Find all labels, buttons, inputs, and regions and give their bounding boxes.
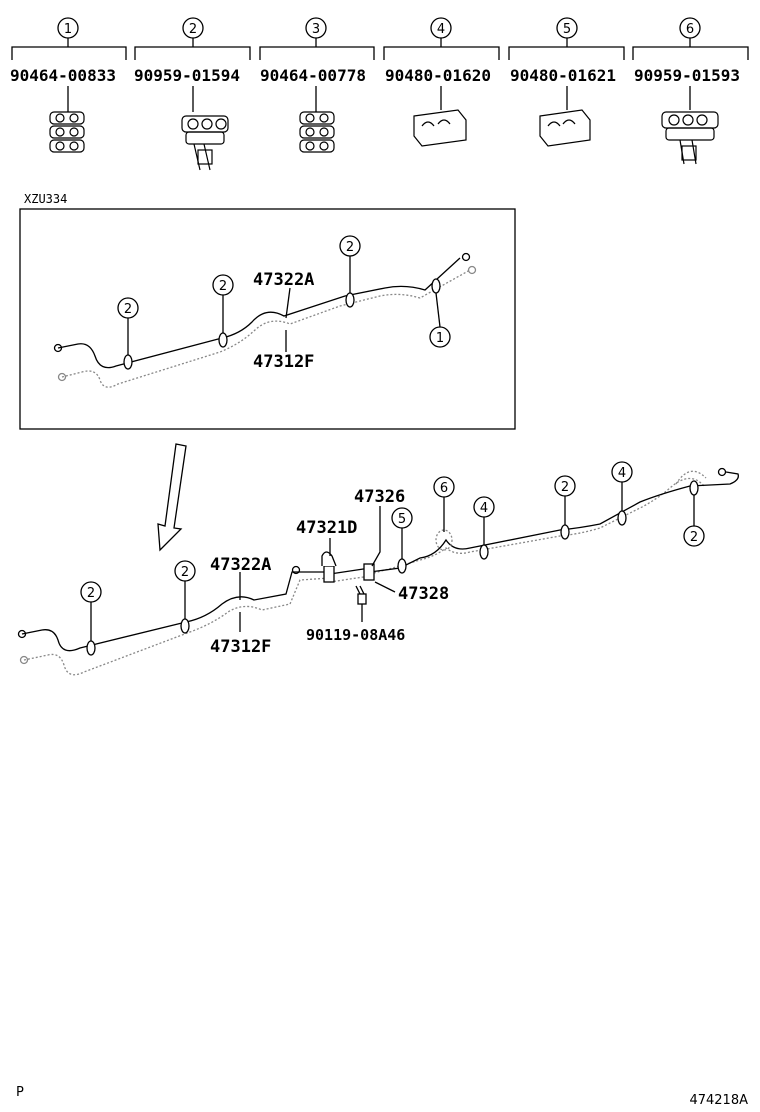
- clip-block-icon: [413, 109, 467, 147]
- main-pipe-47312F[interactable]: [23, 477, 705, 676]
- callout-number: 1: [64, 22, 72, 37]
- callout-number: 6: [686, 22, 694, 37]
- main-callout: 2: [561, 480, 569, 495]
- main-clamp[interactable]: [479, 544, 489, 560]
- inset-fitting: [57, 372, 67, 382]
- main-fitting: [717, 467, 727, 477]
- callout-number: 3: [312, 22, 320, 37]
- legend-item-2[interactable]: 2 90959-01594: [134, 17, 251, 171]
- inset-clamp[interactable]: [218, 332, 228, 348]
- callout-number: 4: [437, 22, 445, 37]
- clamp-with-bracket-icon: [661, 111, 719, 165]
- part-number: 90959-01593: [634, 66, 740, 85]
- inset-clamp[interactable]: [345, 292, 355, 308]
- main-clamp[interactable]: [86, 640, 96, 656]
- part-number: 90480-01621: [510, 66, 616, 85]
- callout-number: 2: [189, 22, 197, 37]
- arrow-down-left-icon: [157, 443, 187, 552]
- inset-fitting: [53, 343, 63, 353]
- part-number: 90464-00778: [260, 66, 366, 85]
- clamp-icon: [49, 111, 85, 153]
- main-clamp[interactable]: [689, 480, 699, 496]
- legend-item-1[interactable]: 1 90464-00833: [10, 17, 127, 153]
- inset-callout: 2: [346, 240, 354, 255]
- legend-item-5[interactable]: 5 90480-01621: [508, 17, 625, 147]
- inset-frame: [19, 208, 516, 430]
- inset-fitting: [467, 265, 477, 275]
- part-number: 90480-01620: [385, 66, 491, 85]
- main-clamp[interactable]: [617, 510, 627, 526]
- legend-item-4[interactable]: 4 90480-01620: [383, 17, 500, 147]
- main-callout: 6: [440, 481, 448, 496]
- part-number: 90959-01594: [134, 66, 240, 85]
- inset-label-47312F[interactable]: 47312F: [253, 352, 314, 372]
- main-hose-loop: [435, 529, 453, 551]
- main-clamp[interactable]: [180, 618, 190, 634]
- inset-diagram: [53, 235, 477, 388]
- main-fitting: [17, 629, 27, 639]
- clamp-with-bracket-icon: [181, 115, 229, 171]
- main-clamp[interactable]: [560, 524, 570, 540]
- main-fitting: [291, 565, 301, 575]
- label-47322A[interactable]: 47322A: [210, 555, 271, 575]
- legend: 1 90464-00833 2 90959-01594: [10, 17, 749, 171]
- label-47326[interactable]: 47326: [354, 487, 405, 507]
- legend-item-3[interactable]: 3 90464-00778: [259, 17, 375, 153]
- main-callout: 4: [618, 466, 626, 481]
- label-47328[interactable]: 47328: [398, 584, 449, 604]
- inset-pipe-47312F[interactable]: [61, 269, 471, 388]
- main-callout: 4: [480, 501, 488, 516]
- flex-hose-47328[interactable]: [323, 563, 375, 583]
- main-clamp[interactable]: [397, 558, 407, 574]
- part-number: 90464-00833: [10, 66, 116, 85]
- main-diagram: [17, 461, 739, 676]
- main-callout: 5: [398, 512, 406, 527]
- footer-diagram-code: 474218A: [689, 1093, 748, 1108]
- callout-number: 5: [563, 22, 571, 37]
- label-47321D[interactable]: 47321D: [296, 518, 357, 538]
- main-fitting: [19, 655, 29, 665]
- clamp-icon: [299, 111, 335, 153]
- inset-clamp[interactable]: [123, 354, 133, 370]
- inset-label-47322A[interactable]: 47322A: [253, 270, 314, 290]
- main-callout: 2: [87, 586, 95, 601]
- inset-callout: 2: [124, 302, 132, 317]
- inset-pipe-47322A[interactable]: [57, 257, 461, 369]
- main-callout: 2: [690, 530, 698, 545]
- clip-block-icon: [539, 109, 591, 147]
- main-callout: 2: [181, 565, 189, 580]
- legend-item-6[interactable]: 6 90959-01593: [632, 17, 749, 165]
- inset-callout: 1: [436, 331, 444, 346]
- inset-clamp[interactable]: [431, 278, 441, 294]
- inset-callout: 2: [219, 279, 227, 294]
- main-pipe-end-loop: [675, 470, 707, 485]
- inset-fitting: [461, 252, 471, 262]
- label-47312F[interactable]: 47312F: [210, 637, 271, 657]
- bolt-90119-08A46[interactable]: [355, 585, 367, 605]
- footer-left: P: [16, 1085, 24, 1100]
- inset-model-code: XZU334: [24, 192, 67, 206]
- label-bolt[interactable]: 90119-08A46: [306, 626, 405, 644]
- bracket-47321D[interactable]: [321, 551, 337, 567]
